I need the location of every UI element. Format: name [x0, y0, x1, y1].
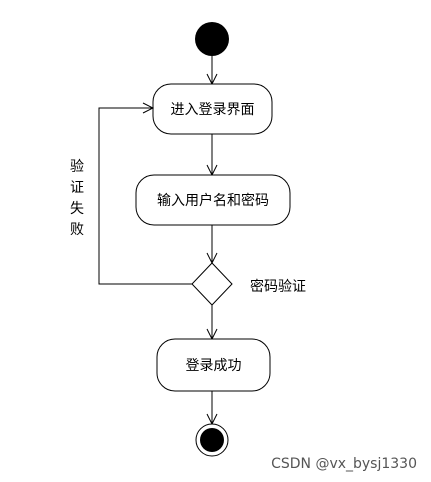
- action-node-login-success-label: 登录成功: [186, 358, 242, 374]
- fail-label-char: 失: [70, 201, 84, 217]
- fail-label-char: 验: [70, 159, 84, 175]
- end-node-inner: [200, 428, 224, 452]
- flow-arrow-fail-loop: [98, 108, 192, 285]
- fail-label: 验 证 失 败: [70, 159, 84, 238]
- decision-node-password-check: [191, 262, 233, 306]
- action-node-login-success: [156, 338, 271, 392]
- action-node-input-credentials-label: 输入用户名和密码: [157, 192, 269, 209]
- fail-label-char: 败: [70, 222, 84, 238]
- action-node-input-credentials: [135, 174, 291, 226]
- fail-label-char: 证: [70, 180, 84, 196]
- start-node: [195, 22, 229, 56]
- watermark: CSDN @vx_bysj1330: [271, 456, 417, 472]
- decision-label: 密码验证: [250, 278, 306, 295]
- action-node-enter-login-label: 进入登录界面: [171, 102, 255, 118]
